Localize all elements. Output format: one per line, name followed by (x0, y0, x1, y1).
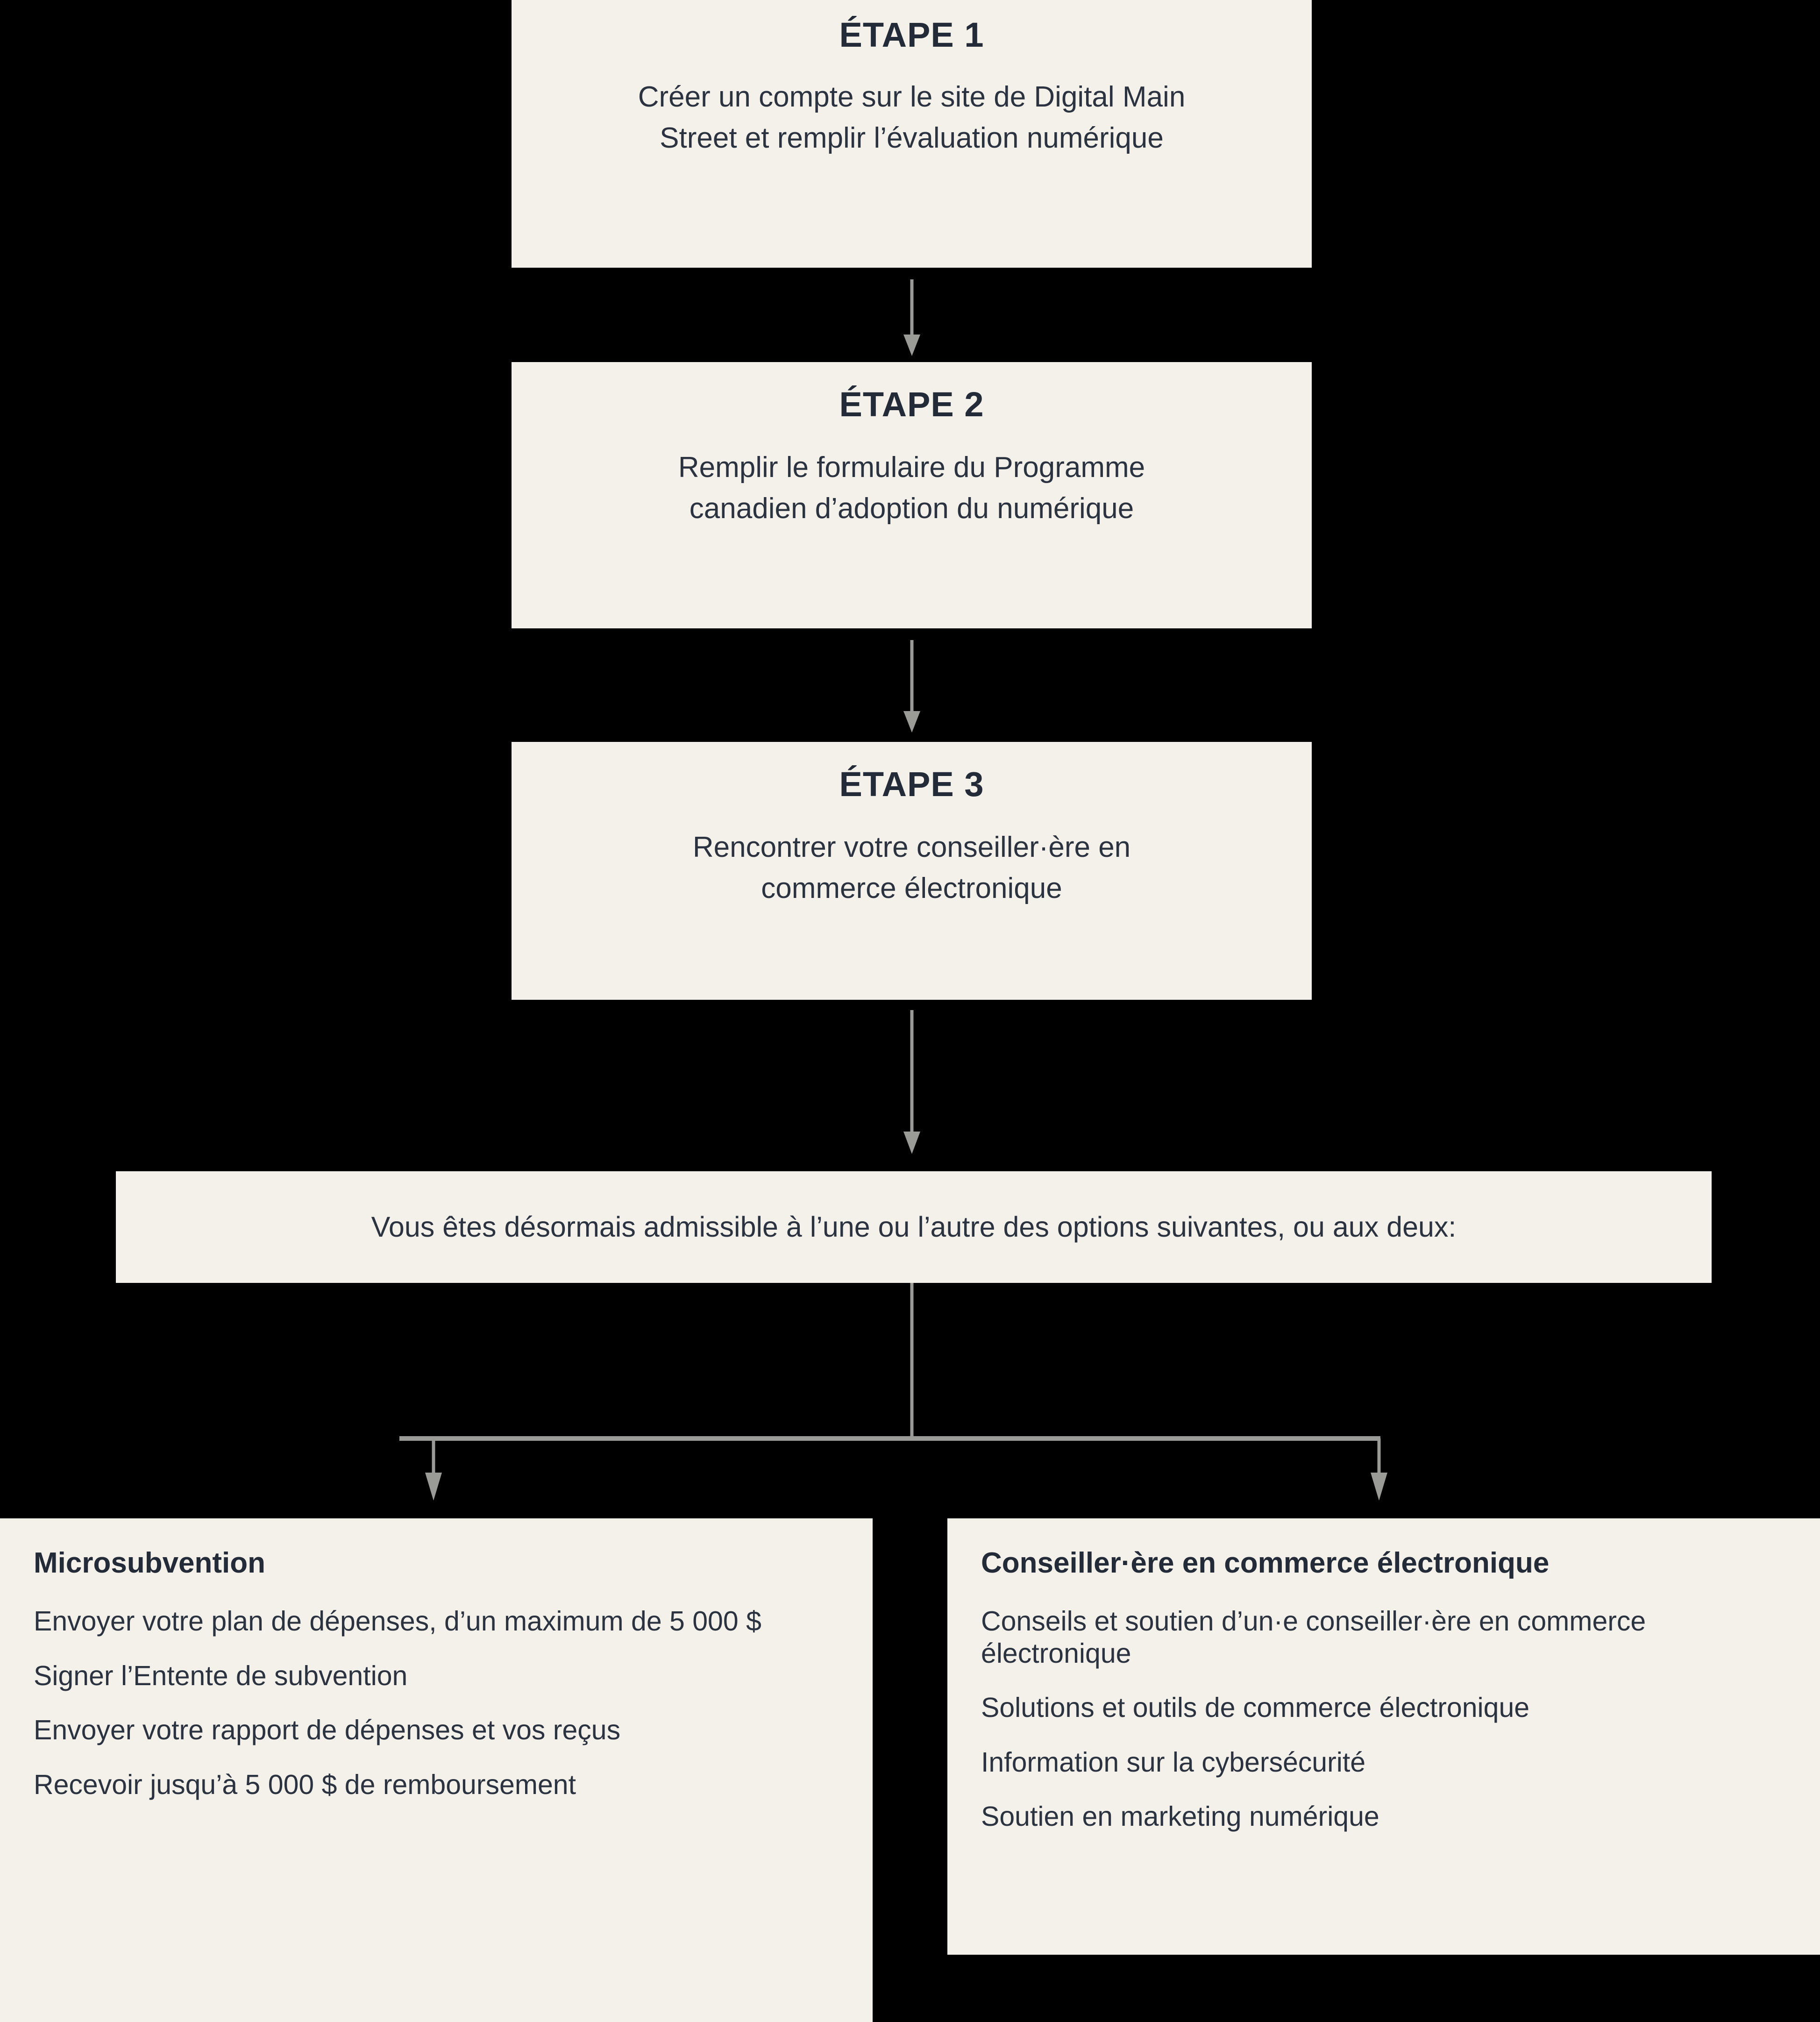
eligibility-banner: Vous êtes désormais admissible à l’une o… (116, 1171, 1712, 1283)
step-box-2: ÉTAPE 2 Remplir le formulaire du Program… (512, 362, 1312, 628)
option-left-list: Envoyer votre plan de dépenses, d’un max… (34, 1605, 839, 1801)
step-3-title: ÉTAPE 3 (839, 765, 984, 804)
option-box-conseiller-ecommerce: Conseiller·ère en commerce électronique … (947, 1518, 1820, 1955)
list-item: Information sur la cybersécurité (981, 1746, 1366, 1778)
split-from-banner (399, 1283, 1380, 1441)
step-box-3: ÉTAPE 3 Rencontrer votre conseiller·ère … (512, 742, 1312, 1000)
step-2-title: ÉTAPE 2 (839, 385, 984, 424)
list-item: Conseils et soutien d’un·e conseiller·èr… (981, 1606, 1646, 1669)
step-2-body-line-1: Remplir le formulaire du Programme (678, 451, 1145, 484)
step-3-body-line-1: Rencontrer votre conseiller·ère en (692, 831, 1131, 863)
arrow-step1-to-step2 (903, 279, 920, 356)
arrow-step3-to-banner (903, 1010, 920, 1154)
step-box-1: ÉTAPE 1 Créer un compte sur le site de D… (512, 0, 1312, 268)
list-item: Signer l’Entente de subvention (34, 1660, 408, 1691)
option-box-microsubvention: Microsubvention Envoyer votre plan de dé… (0, 1518, 873, 2022)
eligibility-banner-text: Vous êtes désormais admissible à l’une o… (371, 1210, 1457, 1243)
list-item: Recevoir jusqu’à 5 000 $ de remboursemen… (34, 1769, 576, 1800)
step-3-body: Rencontrer votre conseiller·ère en comme… (693, 827, 1130, 909)
arrow-to-conseiller (1371, 1438, 1387, 1501)
list-item: Soutien en marketing numérique (981, 1801, 1379, 1832)
list-item: Envoyer votre plan de dépenses, d’un max… (34, 1606, 761, 1637)
step-1-body-line-1: Créer un compte sur le site de Digital M… (638, 81, 1186, 113)
step-2-body-line-2: canadien d’adoption du numérique (689, 492, 1134, 525)
step-1-body-line-2: Street et remplir l’évaluation numérique (660, 122, 1164, 155)
arrow-to-microsubvention (425, 1438, 442, 1501)
step-3-body-line-2: commerce électronique (761, 872, 1062, 905)
option-left-title: Microsubvention (34, 1547, 266, 1579)
list-item: Solutions et outils de commerce électron… (981, 1692, 1530, 1723)
step-1-title: ÉTAPE 1 (839, 15, 984, 54)
arrow-step2-to-step3 (903, 640, 920, 733)
list-item: Envoyer votre rapport de dépenses et vos… (34, 1715, 621, 1746)
option-right-title: Conseiller·ère en commerce électronique (981, 1547, 1550, 1579)
option-right-list: Conseils et soutien d’un·e conseiller·èr… (981, 1605, 1786, 1832)
step-2-body: Remplir le formulaire du Programme canad… (678, 447, 1145, 529)
step-1-body: Créer un compte sur le site de Digital M… (638, 77, 1186, 159)
